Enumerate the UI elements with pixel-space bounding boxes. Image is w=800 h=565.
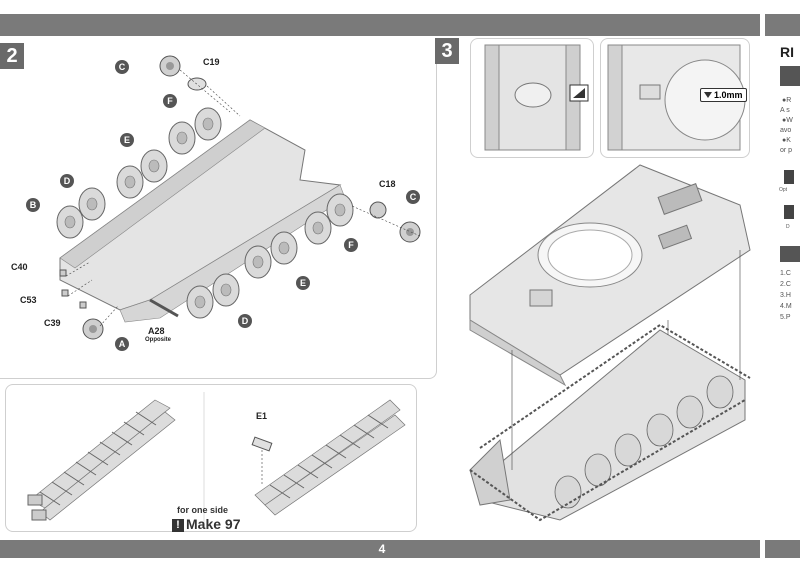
callout-c-top: C [115, 60, 129, 74]
next-page-bullet-4: avo [780, 127, 792, 134]
callout-d-bottom: D [238, 314, 252, 328]
footer-bar [0, 540, 760, 558]
next-page-bullet-5: ●K [782, 137, 791, 144]
thickness-arrow-icon [704, 92, 712, 98]
callout-e-top: E [120, 133, 134, 147]
make-quantity-note: !Make 97 [172, 516, 240, 532]
next-page-list-4: 4.M [780, 303, 792, 310]
part-label-c18: C18 [379, 179, 396, 189]
next-page-list-1: 1.C [780, 270, 791, 277]
part-label-c39: C39 [44, 318, 61, 328]
next-page-section-header-1 [780, 66, 800, 86]
callout-f-bottom: F [344, 238, 358, 252]
step3-number: 3 [435, 38, 459, 64]
next-page-list-3: 3.H [780, 292, 791, 299]
part-label-a28: A28 [148, 326, 165, 336]
part-note-opposite: Opposite [145, 337, 172, 343]
for-one-side-note: for one side [177, 505, 229, 515]
part-label-c40: C40 [11, 262, 28, 272]
next-page-bullet-6: or p [780, 147, 793, 154]
next-page-bullet-2: A s [780, 107, 790, 114]
next-page-icon-caption-1: Opt [779, 187, 788, 193]
callout-d-top: D [60, 174, 74, 188]
callout-a: A [115, 337, 129, 351]
next-page-list-2: 2.C [780, 281, 791, 288]
part-label-c53: C53 [20, 295, 37, 305]
thickness-indicator: 1.0mm [700, 88, 747, 102]
next-page-bullet-1: ●R [782, 97, 792, 104]
make-quantity-label: Make 97 [186, 516, 241, 532]
track-assembly-panel [5, 384, 417, 532]
next-page-bullet-3: ●W [782, 117, 793, 124]
callout-c-right: C [406, 190, 420, 204]
callout-e-bottom: E [296, 276, 310, 290]
next-page-section-header-2 [780, 246, 800, 262]
next-page-list-5: 5.P [780, 314, 791, 321]
next-page-icon-1 [784, 170, 794, 184]
page-number: 4 [378, 542, 386, 556]
header-bar [0, 14, 760, 36]
thickness-value: 1.0mm [714, 90, 743, 100]
header-bar-next-page [765, 14, 800, 36]
part-label-e1: E1 [256, 411, 268, 421]
next-page-title: RI [780, 44, 794, 60]
callout-f-top: F [163, 94, 177, 108]
callout-b: B [26, 198, 40, 212]
footer-bar-next-page [765, 540, 800, 558]
attention-icon: ! [172, 519, 184, 532]
next-page-icon-2 [784, 205, 794, 219]
next-page-icon-caption-2: D [786, 224, 790, 230]
step2-number: 2 [0, 43, 24, 69]
part-label-c19: C19 [203, 57, 220, 67]
